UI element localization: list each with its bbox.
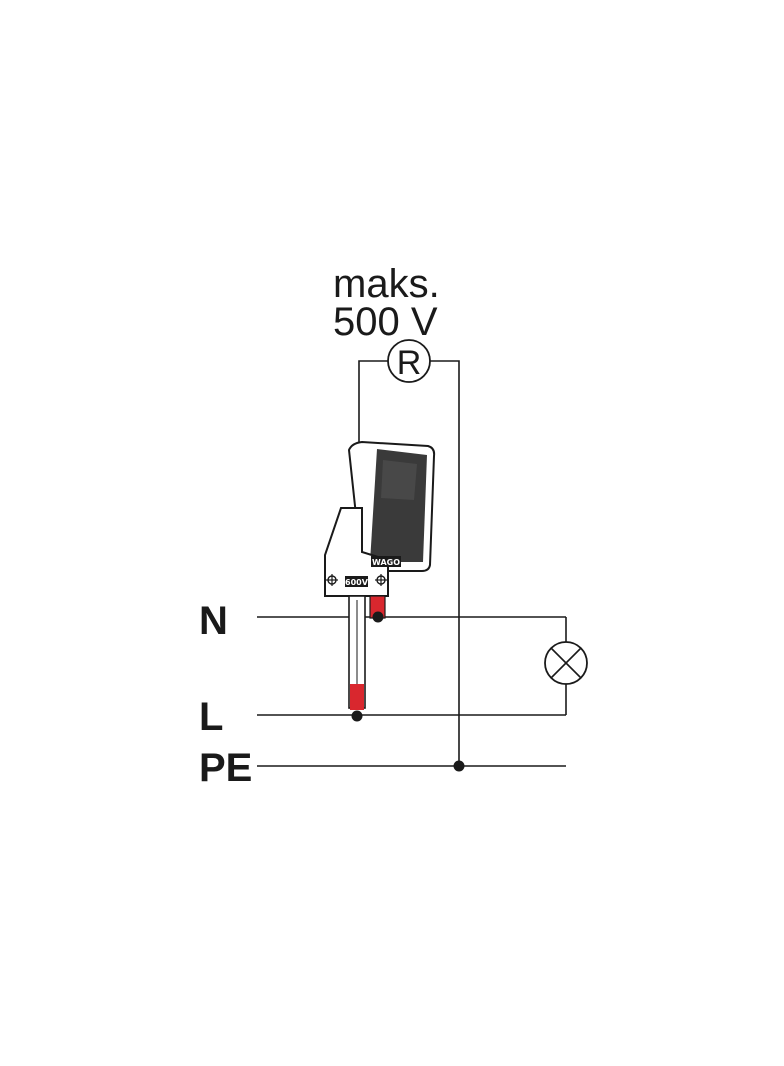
rail-label-earth: PE bbox=[199, 746, 252, 790]
rating-badge: 600V bbox=[345, 576, 369, 587]
junction-dot-icon bbox=[372, 611, 384, 623]
resistor-circle-icon: R bbox=[387, 339, 431, 383]
tester-bracket bbox=[324, 507, 389, 597]
wago-logo-text: WAGO bbox=[372, 558, 400, 567]
resistor-lead-left bbox=[358, 360, 388, 448]
lamp-cross-icon bbox=[544, 641, 588, 685]
screw-right-icon bbox=[375, 574, 387, 586]
junction-dot-icon bbox=[351, 710, 363, 722]
voltage-tester: WAGO 600V bbox=[324, 440, 436, 710]
long-probe-tip bbox=[350, 684, 364, 710]
rail-label-live: L bbox=[199, 695, 223, 739]
voltage-label-line1: maks. bbox=[333, 262, 440, 306]
voltage-label-line2: 500 V bbox=[333, 300, 438, 344]
rail-label-neutral: N bbox=[199, 599, 228, 643]
resistor-symbol: R bbox=[397, 344, 422, 382]
resistor-lead-right-to-pe bbox=[430, 360, 460, 766]
rating-badge-text: 600V bbox=[345, 578, 369, 587]
junction-dot-icon bbox=[453, 760, 465, 772]
wago-logo: WAGO bbox=[371, 556, 401, 567]
screw-left-icon bbox=[326, 574, 338, 586]
tester-panel-highlight bbox=[381, 460, 417, 500]
